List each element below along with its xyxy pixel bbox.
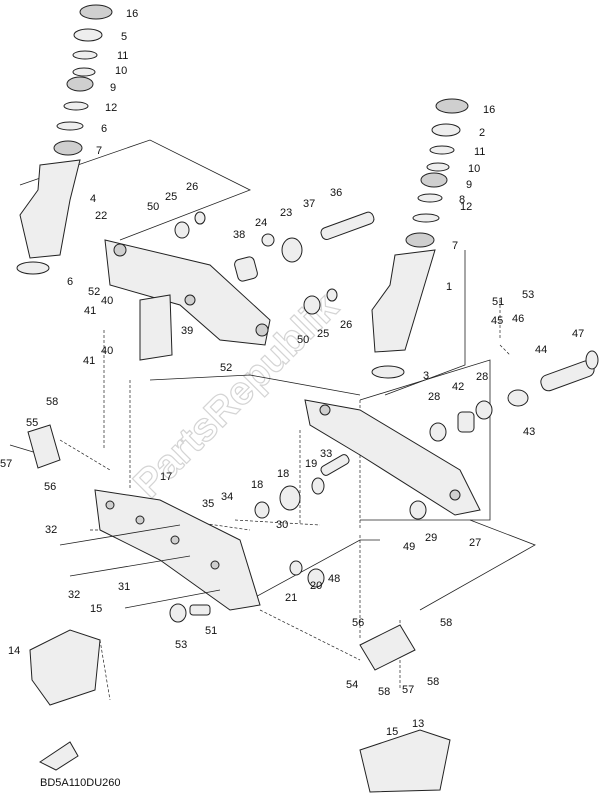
callout: 15 xyxy=(386,726,398,738)
callout: 39 xyxy=(181,325,193,337)
callout: 4 xyxy=(90,193,96,205)
callout: 10 xyxy=(115,65,127,77)
callout: 34 xyxy=(221,491,233,503)
callout: 48 xyxy=(328,573,340,585)
callout: 11 xyxy=(474,146,485,158)
callout: 35 xyxy=(202,498,214,510)
callout: 19 xyxy=(305,458,317,470)
callout: 55 xyxy=(26,417,38,429)
callout: 28 xyxy=(428,391,440,403)
callout: 58 xyxy=(427,676,439,688)
callout: 41 xyxy=(84,305,96,317)
callout: 18 xyxy=(251,479,263,491)
callout: 45 xyxy=(491,315,503,327)
small-brackets xyxy=(27,424,416,671)
callout: 16 xyxy=(483,104,495,116)
callout: 11 xyxy=(117,50,128,62)
callout: 13 xyxy=(412,718,424,730)
callout: 40 xyxy=(101,295,113,307)
callout: 46 xyxy=(512,313,524,325)
callout: 58 xyxy=(46,396,58,408)
callout: 24 xyxy=(255,217,267,229)
callout: 56 xyxy=(44,481,56,493)
callout: 58 xyxy=(378,686,390,698)
callout: 14 xyxy=(8,645,20,657)
callout: 21 xyxy=(285,592,297,604)
callout: 54 xyxy=(346,679,358,691)
callout: 32 xyxy=(45,524,57,536)
callout: 28 xyxy=(476,371,488,383)
callout: 10 xyxy=(468,163,480,175)
callout: 6 xyxy=(101,123,107,135)
callout: 6 xyxy=(67,276,73,288)
lower-bracket xyxy=(94,399,481,611)
callout: 12 xyxy=(105,102,117,114)
callout: 25 xyxy=(165,191,177,203)
callout: 32 xyxy=(68,589,80,601)
callout: 53 xyxy=(175,639,187,651)
callout: 18 xyxy=(277,468,289,480)
callout: 53 xyxy=(522,289,534,301)
callout: 42 xyxy=(452,381,464,393)
callout: 16 xyxy=(126,8,138,20)
callout: 23 xyxy=(280,207,292,219)
covers xyxy=(29,629,451,793)
callout: 9 xyxy=(110,82,116,94)
callout: 7 xyxy=(96,145,102,157)
callout: 38 xyxy=(233,229,245,241)
callout: 49 xyxy=(403,541,415,553)
callout: 7 xyxy=(452,240,458,252)
callout: 20 xyxy=(310,580,322,592)
upper-bracket xyxy=(104,239,271,346)
right-steering-stack xyxy=(371,98,469,379)
callout: 31 xyxy=(118,581,130,593)
callout: 8 xyxy=(459,194,465,206)
callout: 30 xyxy=(276,519,288,531)
callout: 52 xyxy=(220,362,232,374)
diagram-code: BD5A110DU260 xyxy=(40,777,121,789)
callout: 26 xyxy=(340,319,352,331)
callout: 41 xyxy=(83,355,95,367)
direction-arrow xyxy=(39,741,79,771)
callout: 25 xyxy=(317,328,329,340)
callout: 51 xyxy=(492,296,504,308)
callout: 33 xyxy=(320,448,332,460)
callout: 44 xyxy=(535,344,547,356)
callout: 56 xyxy=(352,617,364,629)
callout: 51 xyxy=(205,625,217,637)
callout: 57 xyxy=(402,684,414,696)
callout: 37 xyxy=(303,198,315,210)
upper-hardware xyxy=(139,211,375,361)
callout: 50 xyxy=(147,201,159,213)
callout: 47 xyxy=(572,328,584,340)
callout-labels: 16 5 11 10 9 12 6 7 4 6 16 2 11 10 9 8 1… xyxy=(0,8,584,738)
callout: 29 xyxy=(425,532,437,544)
callout: 50 xyxy=(297,334,309,346)
callout: 17 xyxy=(160,471,172,483)
callout: 9 xyxy=(466,179,472,191)
callout: 3 xyxy=(423,370,429,382)
callout: 12 xyxy=(460,201,472,213)
callout: 57 xyxy=(0,458,12,470)
callout: 27 xyxy=(469,537,481,549)
callout: 22 xyxy=(95,210,107,222)
middle-hardware xyxy=(169,350,599,623)
callout: 40 xyxy=(101,345,113,357)
callout: 52 xyxy=(88,286,100,298)
callout: 26 xyxy=(186,181,198,193)
callout: 43 xyxy=(523,426,535,438)
callout: 15 xyxy=(90,603,102,615)
callout: 1 xyxy=(446,281,452,293)
callout: 36 xyxy=(330,187,342,199)
left-steering-stack xyxy=(16,4,113,275)
callout: 5 xyxy=(121,31,127,43)
callout: 58 xyxy=(440,617,452,629)
callout: 2 xyxy=(479,127,485,139)
